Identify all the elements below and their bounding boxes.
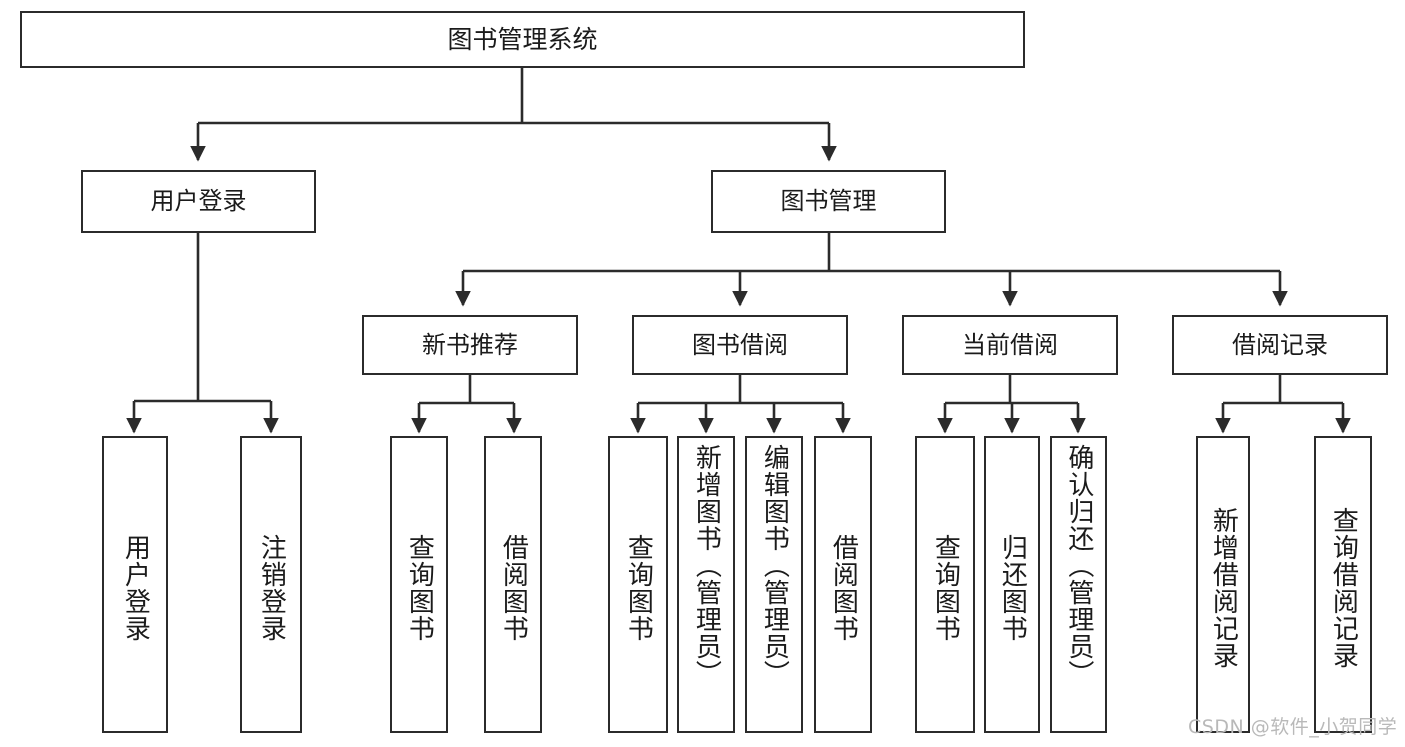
node-label: 编辑图书（管理员） [759, 444, 790, 687]
node-label: 图书管理系统 [447, 24, 598, 54]
node-label: 确认归还（管理员） [1063, 444, 1094, 687]
node-label: 图书借阅 [692, 330, 788, 359]
node-label: 用户登录 [120, 533, 151, 642]
node-label: 查询图书 [623, 533, 654, 642]
node-root-system[interactable]: 图书管理系统 [20, 11, 1025, 68]
leaf-current-confirm-return-admin[interactable]: 确认归还（管理员） [1050, 436, 1107, 733]
leaf-current-query-book[interactable]: 查询图书 [915, 436, 975, 733]
leaf-recommend-borrow-book[interactable]: 借阅图书 [484, 436, 542, 733]
node-label: 新增借阅记录 [1208, 506, 1239, 669]
leaf-user-login-logout[interactable]: 注销登录 [240, 436, 302, 733]
leaf-borrow-edit-book-admin[interactable]: 编辑图书（管理员） [745, 436, 803, 733]
node-label: 借阅记录 [1232, 330, 1328, 359]
leaf-record-add-record[interactable]: 新增借阅记录 [1196, 436, 1250, 733]
node-label: 当前借阅 [962, 330, 1058, 359]
node-label: 归还图书 [997, 533, 1028, 642]
node-book-borrow[interactable]: 图书借阅 [632, 315, 848, 375]
leaf-recommend-query-book[interactable]: 查询图书 [390, 436, 448, 733]
node-user-login[interactable]: 用户登录 [81, 170, 316, 233]
node-label: 注销登录 [256, 533, 287, 642]
leaf-record-query-record[interactable]: 查询借阅记录 [1314, 436, 1372, 733]
node-book-management[interactable]: 图书管理 [711, 170, 946, 233]
leaf-current-return-book[interactable]: 归还图书 [984, 436, 1040, 733]
leaf-user-login-login[interactable]: 用户登录 [102, 436, 168, 733]
node-borrow-record[interactable]: 借阅记录 [1172, 315, 1388, 375]
node-label: 图书管理 [780, 187, 877, 216]
leaf-borrow-query-book[interactable]: 查询图书 [608, 436, 668, 733]
node-new-book-recommend[interactable]: 新书推荐 [362, 315, 578, 375]
node-label: 借阅图书 [498, 533, 529, 642]
leaf-borrow-add-book-admin[interactable]: 新增图书（管理员） [677, 436, 735, 733]
csdn-watermark: CSDN @软件_小贺同学 [1188, 716, 1398, 738]
node-label: 查询图书 [404, 533, 435, 642]
node-label: 查询借阅记录 [1328, 506, 1359, 669]
node-label: 新书推荐 [422, 330, 518, 359]
leaf-borrow-borrow-book[interactable]: 借阅图书 [814, 436, 872, 733]
node-current-borrow[interactable]: 当前借阅 [902, 315, 1118, 375]
node-label: 借阅图书 [828, 533, 859, 642]
node-label: 用户登录 [150, 187, 247, 216]
node-label: 新增图书（管理员） [691, 444, 722, 687]
node-label: 查询图书 [930, 533, 961, 642]
